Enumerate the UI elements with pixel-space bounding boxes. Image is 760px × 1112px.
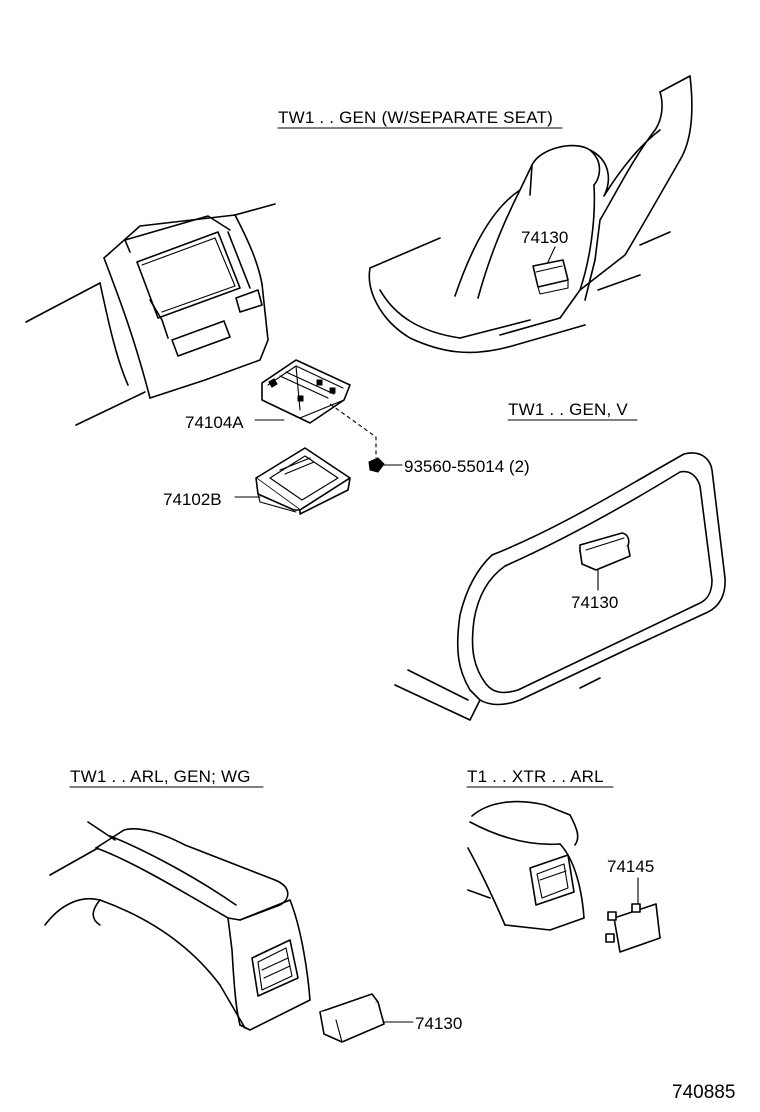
part-label-door-ashtray: 74130 <box>571 593 618 612</box>
rear-console-panel-drawing <box>25 203 276 426</box>
heading-arl-gen-wg-text: TW1 . . ARL, GEN; WG <box>70 767 251 786</box>
door-panel-drawing <box>394 452 726 721</box>
lid-74145-drawing <box>605 877 661 953</box>
console-ashtray-74130-drawing <box>319 993 385 1043</box>
separate-seat-drawing <box>368 75 693 354</box>
screw-drawing <box>368 457 403 473</box>
heading-gen-v: TW1 . . GEN, V <box>507 400 638 421</box>
heading-separate-seat-text: TW1 . . GEN (W/SEPARATE SEAT) <box>278 108 553 127</box>
part-label-seat-ashtray: 74130 <box>521 228 568 247</box>
seat-ashtray-74130-drawing <box>532 259 569 295</box>
part-label-lid: 74145 <box>607 857 654 876</box>
figure-number: 740885 <box>672 1082 735 1103</box>
part-label-74102b: 74102B <box>163 490 222 509</box>
door-ashtray-74130-drawing <box>579 532 631 571</box>
heading-separate-seat: TW1 . . GEN (W/SEPARATE SEAT) <box>277 108 563 129</box>
holder-74104a-drawing <box>261 359 351 424</box>
ashtray-74102b-drawing <box>255 447 351 515</box>
part-label-console-ashtray: 74130 <box>415 1014 462 1033</box>
console-arl-drawing <box>44 821 311 1031</box>
console-xtr-drawing <box>467 800 585 931</box>
heading-xtr-arl: T1 . . XTR . . ARL <box>466 767 614 788</box>
heading-xtr-arl-text: T1 . . XTR . . ARL <box>467 767 604 786</box>
heading-arl-gen-wg: TW1 . . ARL, GEN; WG <box>69 767 264 788</box>
heading-gen-v-text: TW1 . . GEN, V <box>508 400 628 419</box>
part-label-screw: 93560-55014 (2) <box>404 457 530 476</box>
part-label-74104a: 74104A <box>185 413 244 432</box>
